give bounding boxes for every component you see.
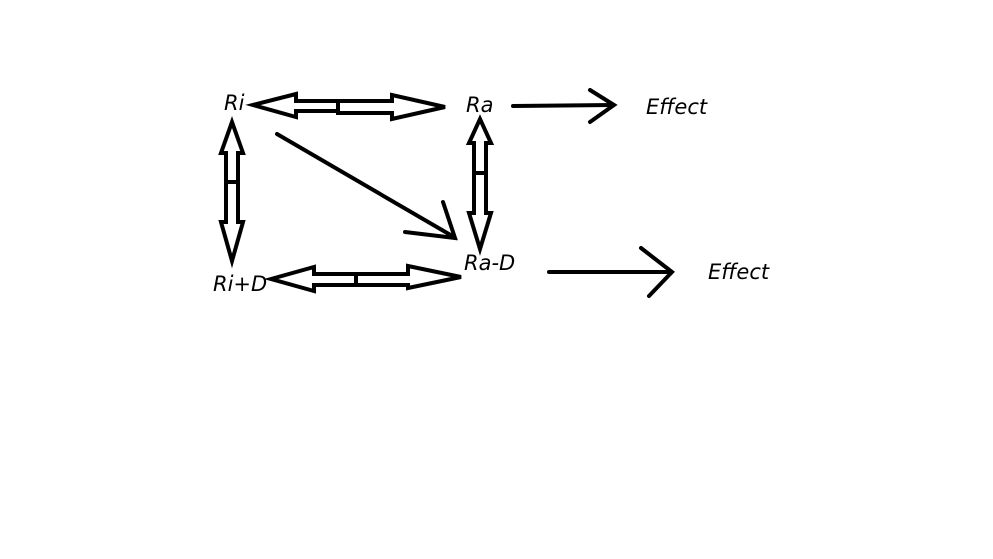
arrow-head-right: [354, 263, 462, 291]
arrow-head-up: [465, 114, 495, 175]
arrow-head-up: [218, 116, 246, 184]
edge-ri-rad: [275, 132, 458, 241]
arrow-head-left: [263, 264, 358, 294]
edge-rad-effect: [547, 246, 675, 298]
node-ra-d: Ra-D: [464, 251, 516, 275]
arrow-head-right: [336, 92, 446, 122]
arrow-head-down: [218, 180, 246, 269]
node-effect-2: Effect: [708, 260, 770, 284]
node-effect-1: Effect: [646, 95, 708, 119]
arrow-head: [403, 200, 458, 241]
node-ra: Ra: [466, 93, 494, 117]
edge-ri-rid: [218, 116, 246, 269]
node-ri-d: Ri+D: [213, 272, 268, 296]
edge-ra-rad: [465, 114, 495, 256]
arrow-head: [588, 88, 618, 124]
edge-rid-rad: [263, 263, 462, 294]
arrow-head-left: [245, 91, 340, 120]
node-ri: Ri: [224, 91, 245, 115]
arrow-head-down: [466, 171, 494, 256]
arrow-head: [639, 246, 675, 298]
edge-ri-ra: [245, 91, 446, 122]
edge-ra-effect: [511, 88, 618, 124]
